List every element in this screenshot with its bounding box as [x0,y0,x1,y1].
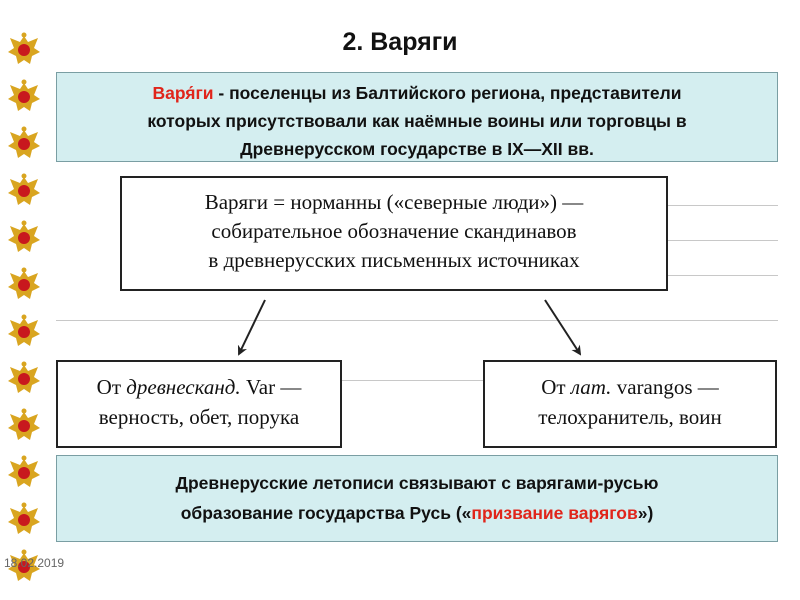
scan-right-lang: лат. [570,375,612,399]
double-headed-eagle-emblem-icon [8,502,40,534]
double-headed-eagle-emblem-icon [8,126,40,158]
scan-left-box: От древнесканд. Var — верность, обет, по… [56,360,342,448]
slide-date: 18.02.2019 [4,556,65,570]
double-headed-eagle-emblem-icon [8,173,40,205]
double-headed-eagle-emblem-icon [8,549,40,581]
scan-ghost-line [342,380,483,381]
scan-ghost-line [56,320,778,321]
double-headed-eagle-emblem-icon [8,361,40,393]
scan-ghost-line [668,240,778,241]
definition-box: Варя́ги - поселенцы из Балтийского регио… [56,72,778,162]
double-headed-eagle-emblem-icon [8,220,40,252]
definition-line-1: Варя́ги - поселенцы из Балтийского регио… [57,79,777,107]
double-headed-eagle-emblem-icon [8,32,40,64]
conclusion-box: Древнерусские летописи связывают с варяг… [56,455,778,542]
arrow-to-right-box [544,299,582,356]
double-headed-eagle-emblem-icon [8,267,40,299]
conclusion-line-1: Древнерусские летописи связывают с варяг… [175,473,659,493]
scan-main-line-3: в древнерусских письменных источниках [208,248,580,272]
double-headed-eagle-emblem-icon [8,408,40,440]
definition-text-1: - поселенцы из Балтийского региона, пред… [213,83,682,103]
double-headed-eagle-emblem-icon [8,455,40,487]
scan-left-word: Var — [240,375,302,399]
scan-left-line-1: От древнесканд. Var — [58,372,340,402]
definition-line-3: Древнерусском государстве в IX—XII вв. [240,139,594,159]
conclusion-line-2: образование государства Русь («призвание… [57,498,777,528]
scan-ghost-line [668,275,778,276]
definition-term: Варя́ги [152,83,214,103]
scan-left-lang: древнесканд. [126,375,241,399]
slide-title: 2. Варяги [342,28,458,56]
conclusion-text-end: ») [637,503,654,523]
conclusion-text-start: образование государства Русь (« [180,503,472,523]
scan-right-box: От лат. varangos — телохранитель, воин [483,360,777,448]
scan-right-prefix: От [541,375,571,399]
scan-main-line-1: Варяги = норманны («северные люди») — [204,190,584,214]
arrow-to-left-box [237,299,266,356]
scan-main-line-2: собирательное обозначение скандинавов [211,219,577,243]
scan-left-line-2: верность, обет, порука [98,405,300,429]
scan-left-prefix: От [96,375,127,399]
scan-ghost-line [668,205,778,206]
definition-line-2: которых присутствовали как наёмные воины… [147,111,687,131]
scan-right-line-1: От лат. varangos — [485,372,775,402]
scan-right-line-2: телохранитель, воин [538,405,722,429]
emblem-strip [0,30,48,594]
double-headed-eagle-emblem-icon [8,314,40,346]
scan-right-word: varangos — [611,375,719,399]
double-headed-eagle-emblem-icon [8,79,40,111]
conclusion-highlight: призвание варягов [471,503,638,523]
scan-main-box: Варяги = норманны («северные люди») — со… [120,176,668,291]
